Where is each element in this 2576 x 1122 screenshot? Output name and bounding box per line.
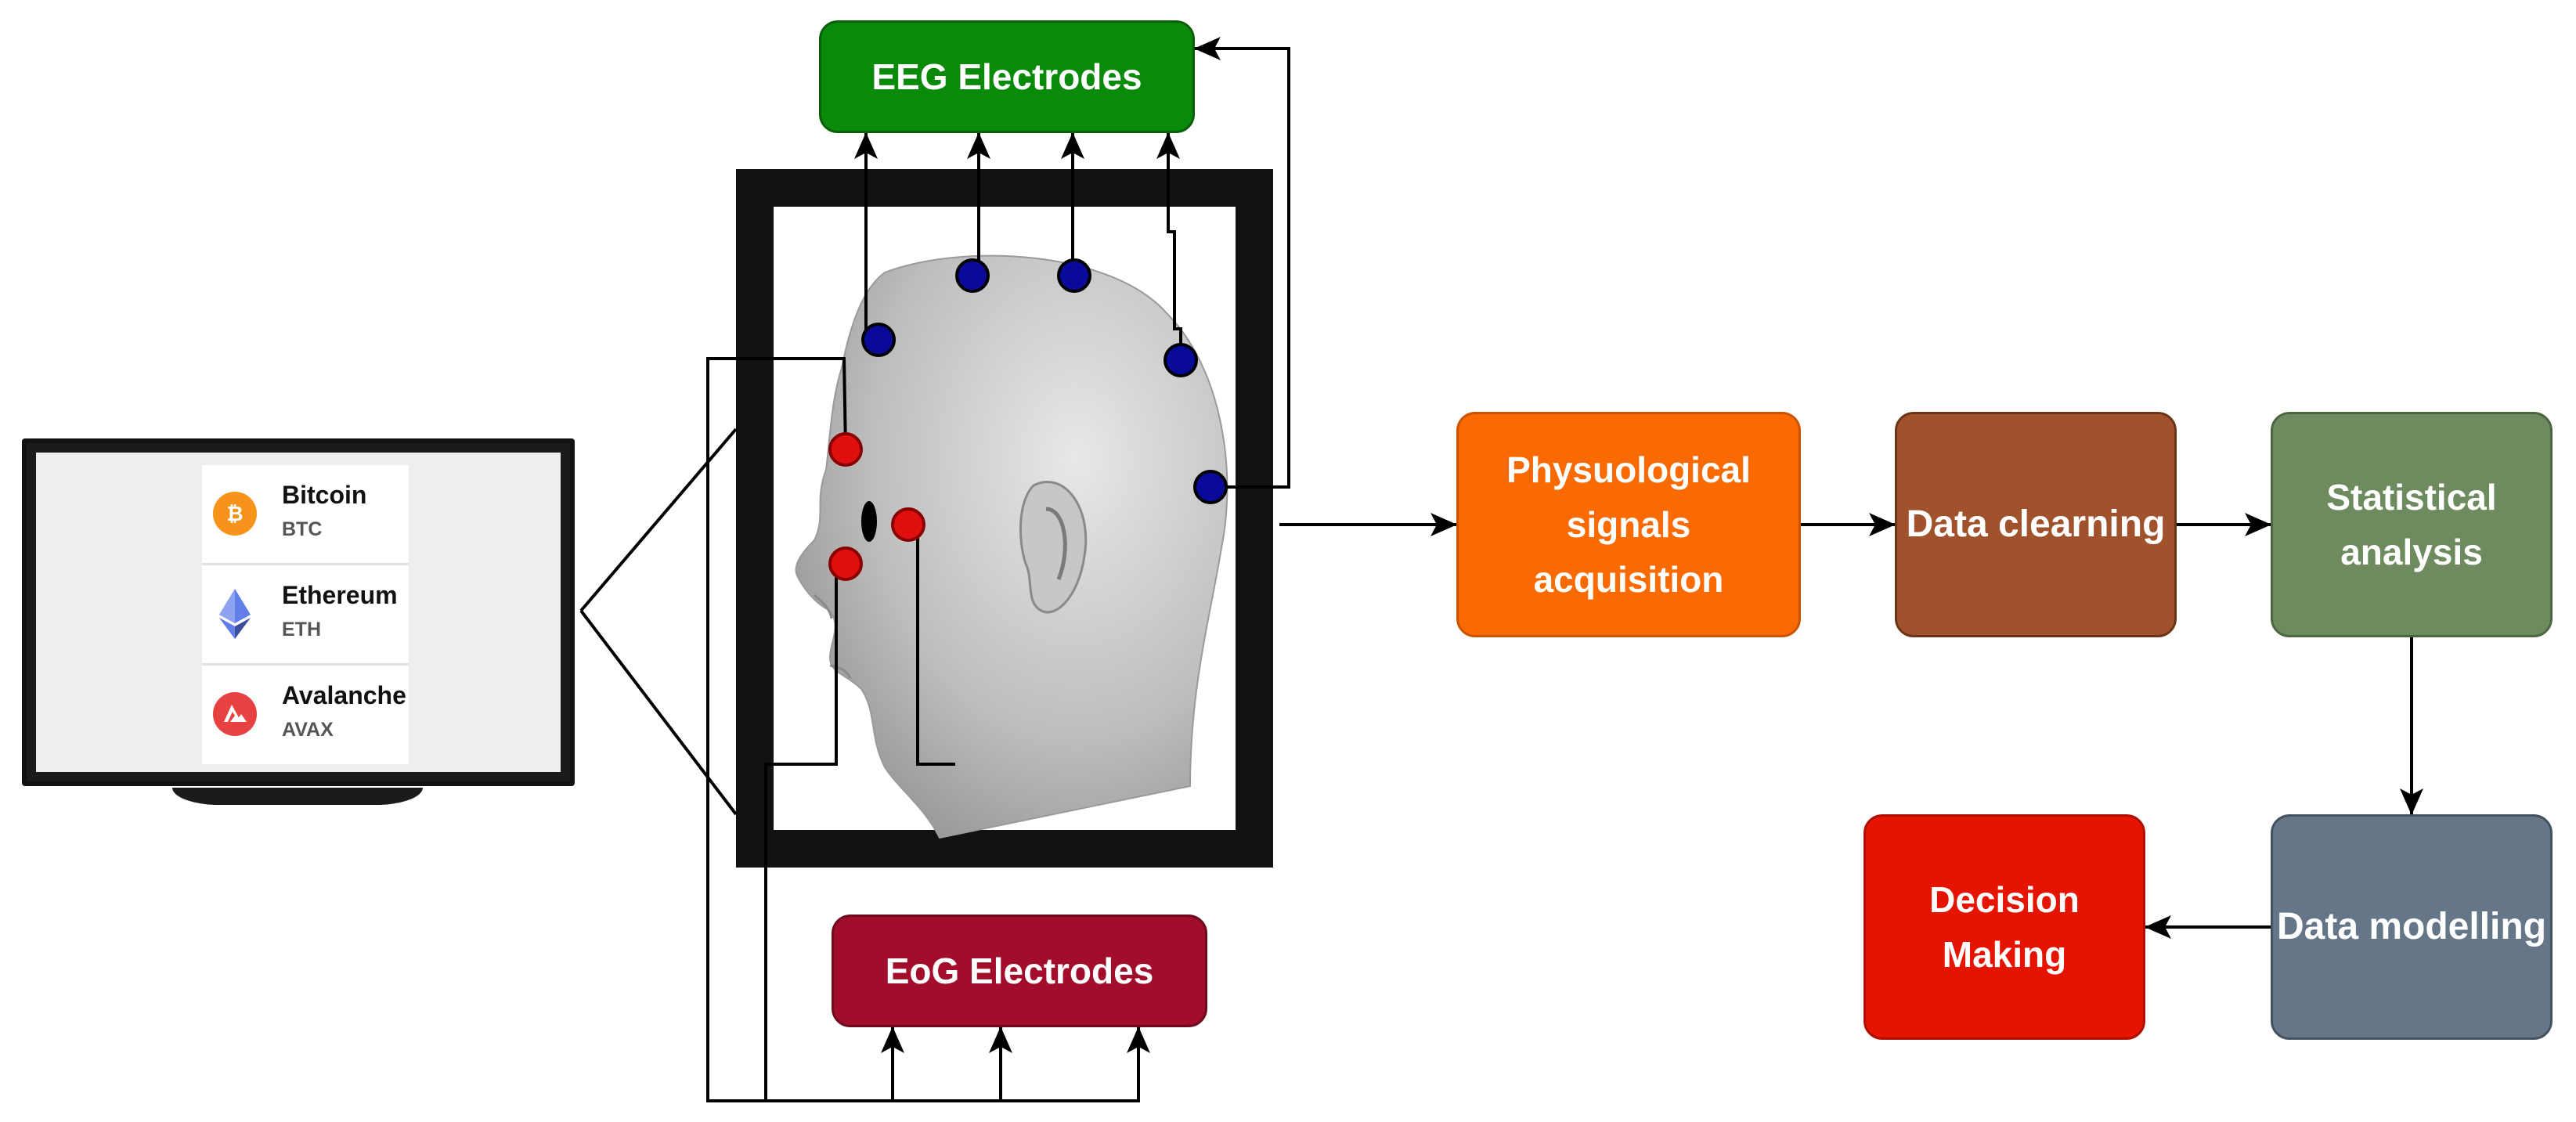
eog-electrodes-label: EoG Electrodes [885, 951, 1154, 991]
eeg-electrodes [861, 258, 1228, 504]
decision-making-box: Decision Making [1863, 814, 2145, 1040]
signal-acquisition-box: Physuological signals acquisition [1456, 412, 1801, 637]
zoom-lines [579, 428, 738, 816]
eog-electrode [891, 507, 925, 542]
crypto-item-avalanche: Avalanche AVAX [202, 669, 409, 766]
data-cleaning-box: Data clearning [1895, 412, 2177, 637]
coin-symbol: ETH [282, 619, 321, 640]
crypto-item-bitcoin: ₿ Bitcoin BTC [202, 468, 409, 565]
eog-electrode [828, 432, 863, 467]
data-cleaning-label: Data clearning [1906, 503, 2166, 545]
eeg-electrode [1057, 258, 1091, 293]
decision-making-label: Decision Making [1929, 879, 2080, 975]
data-modelling-label: Data modelling [2276, 906, 2547, 947]
coin-name: Avalanche [282, 681, 406, 709]
statistical-analysis-box: Statistical analysis [2271, 412, 2553, 637]
head-frame [736, 169, 1273, 868]
signal-acquisition-label: Physuological signals acquisition [1506, 449, 1751, 600]
head-illustration [795, 254, 1228, 839]
eog-electrodes-box: EoG Electrodes [832, 915, 1207, 1027]
svg-text:₿: ₿ [226, 503, 243, 526]
bitcoin-icon: ₿ [213, 492, 257, 536]
eeg-electrode [1164, 343, 1198, 377]
statistical-analysis-label: Statistical analysis [2326, 477, 2497, 572]
avalanche-icon [213, 692, 257, 736]
coin-name: Ethereum [282, 581, 398, 609]
crypto-list: ₿ Bitcoin BTC Ethereum ETH [202, 465, 409, 764]
eeg-electrodes-box: EEG Electrodes [819, 20, 1195, 133]
coin-name: Bitcoin [282, 481, 367, 509]
pipeline-arrows [1279, 513, 2423, 939]
eeg-electrode [955, 258, 990, 293]
eeg-electrodes-label: EEG Electrodes [871, 56, 1142, 97]
data-modelling-box: Data modelling [2271, 814, 2553, 1040]
eog-wires [706, 357, 1150, 1102]
coin-symbol: AVAX [282, 719, 334, 741]
ethereum-icon [213, 589, 257, 639]
coin-symbol: BTC [282, 518, 323, 540]
crypto-item-ethereum: Ethereum ETH [202, 568, 409, 666]
eeg-electrode [861, 323, 896, 357]
eeg-electrode [1193, 470, 1228, 504]
eog-electrodes [828, 432, 925, 581]
monitor-stand [172, 788, 423, 805]
eog-electrode [828, 547, 863, 581]
